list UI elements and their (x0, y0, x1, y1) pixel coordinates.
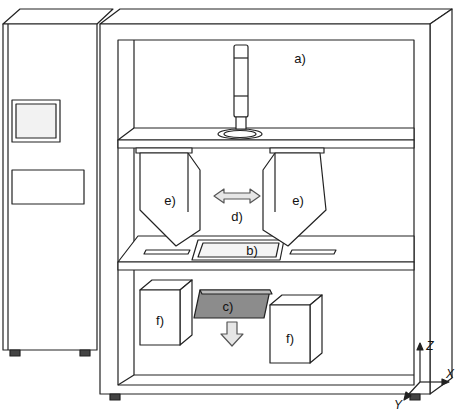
callout-label: f) (286, 332, 294, 345)
control-cabinet-part (80, 350, 90, 356)
hopper-part (270, 148, 324, 153)
middle-shelf-part (198, 243, 279, 257)
bin-part (140, 290, 180, 345)
axis-triad-part (419, 348, 420, 382)
middle-shelf-part (144, 250, 190, 254)
process-cabinet (100, 9, 452, 400)
control-cabinet-part (10, 350, 20, 356)
process-cabinet-part (110, 394, 120, 400)
camera-cylinder-part (236, 117, 246, 129)
process-cabinet-part (134, 374, 414, 375)
hopper-part (187, 153, 188, 212)
control-cabinet-part (3, 24, 97, 350)
camera-cylinder (234, 45, 248, 129)
callout-label: d) (231, 210, 243, 223)
process-cabinet-part (430, 9, 452, 394)
process-cabinet-part (118, 375, 134, 385)
motion-arrow-part (214, 189, 260, 203)
control-cabinet-part (7, 24, 8, 350)
axis-label: Y (394, 399, 402, 411)
motion-arrow (214, 189, 260, 203)
control-cabinet (3, 9, 113, 356)
callout-label: a) (294, 52, 306, 65)
control-cabinet-part (12, 170, 84, 204)
process-cabinet-part (410, 394, 420, 400)
axis-label: Z (426, 340, 433, 352)
middle-shelf-part (290, 250, 336, 254)
camera-cylinder-part (234, 95, 248, 96)
middle-shelf-part (118, 262, 414, 270)
control-cabinet-part (16, 104, 56, 138)
hopper-part (274, 153, 275, 212)
hopper-part (263, 153, 326, 246)
axis-triad-part (417, 343, 423, 350)
axis-triad-part (404, 392, 411, 400)
control-cabinet-part (12, 100, 60, 142)
bin (140, 280, 322, 363)
down-arrow (221, 322, 243, 346)
control-cabinet-part (3, 9, 113, 24)
callout-label: c) (223, 300, 234, 313)
callout-label: b) (246, 244, 258, 257)
process-cabinet-part (100, 9, 452, 24)
camera-cylinder-part (234, 45, 248, 117)
middle-shelf (118, 236, 414, 270)
top-shelf-part (118, 128, 414, 140)
top-shelf-part (118, 140, 414, 148)
bin-part (270, 305, 310, 363)
callout-label: f) (156, 314, 164, 327)
bin-part (180, 280, 192, 345)
middle-shelf-part (118, 236, 414, 262)
top-shelf-part (218, 129, 262, 139)
process-cabinet-part (100, 24, 430, 394)
axis-triad-part (420, 381, 444, 382)
axis-label: X (446, 368, 454, 380)
top-shelf-part (224, 131, 256, 138)
tray-part (200, 290, 272, 294)
hopper (136, 148, 326, 246)
top-shelf (118, 128, 414, 148)
process-cabinet-part (133, 40, 134, 375)
callout-label: e) (164, 194, 176, 207)
down-arrow-part (221, 322, 243, 346)
callout-label: e) (292, 194, 304, 207)
hopper-part (140, 153, 200, 246)
hopper-part (136, 148, 192, 153)
middle-shelf-part (192, 240, 284, 260)
camera-cylinder-part (234, 57, 248, 58)
tray (194, 290, 272, 318)
process-cabinet-part (118, 40, 414, 385)
bin-part (310, 295, 322, 363)
